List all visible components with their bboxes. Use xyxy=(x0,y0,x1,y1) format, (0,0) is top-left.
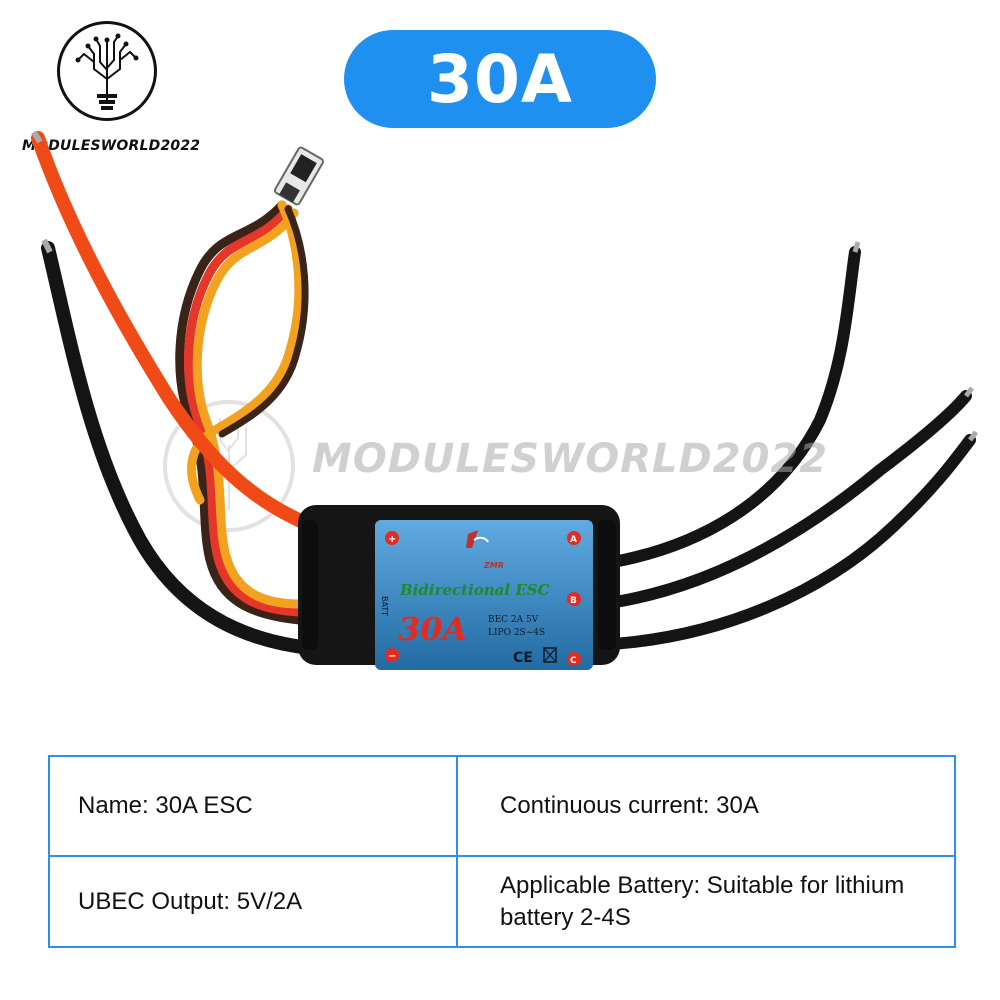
red-power-wire xyxy=(31,131,317,532)
watermark-text: MODULESWORLD2022 xyxy=(312,436,829,482)
esc-bec-text: BEC 2A 5V xyxy=(488,615,539,625)
zmr-logo-icon xyxy=(466,530,489,548)
weee-bin-icon xyxy=(543,647,557,663)
specs-table: Name: 30A ESC Continuous current: 30A UB… xyxy=(48,755,956,948)
svg-text:A: A xyxy=(570,535,577,545)
svg-text:+: + xyxy=(388,534,396,545)
esc-rating-text: 30A xyxy=(398,610,467,648)
plus-terminal-icon xyxy=(385,531,399,545)
spec-continuous-current: Continuous current: 30A xyxy=(458,757,954,857)
current-rating-badge: 30A xyxy=(344,30,656,128)
svg-text:C: C xyxy=(570,656,577,666)
zmr-brand-text: ZMR xyxy=(483,561,504,570)
brand-name: MODULESWORLD2022 xyxy=(22,138,201,154)
esc-product-photo: ZMR Bidirectional ESC 30A BEC 2A 5V LIPO… xyxy=(31,130,978,670)
esc-lipo-text: LIPO 2S~4S xyxy=(488,628,545,638)
signal-wires xyxy=(175,200,309,625)
ce-mark-text: CE xyxy=(513,650,533,666)
pin-c-icon xyxy=(567,652,581,666)
brand-logo xyxy=(57,21,157,121)
motor-wire-tips xyxy=(852,241,978,442)
svg-text:−: − xyxy=(388,651,396,662)
svg-text:B: B xyxy=(570,596,577,606)
motor-wires xyxy=(589,246,976,651)
servo-connector xyxy=(273,146,325,206)
batt-label-text: BATT xyxy=(380,596,389,616)
spec-name: Name: 30A ESC xyxy=(50,757,458,857)
pin-a-icon xyxy=(567,531,581,545)
esc-title-text: Bidirectional ESC xyxy=(399,581,550,599)
minus-terminal-icon xyxy=(385,648,399,662)
pin-b-icon xyxy=(567,592,581,606)
spec-applicable-battery: Applicable Battery: Suitable for lithium… xyxy=(500,871,905,931)
watermark-logo-circle xyxy=(163,400,295,532)
spec-ubec-output: UBEC Output: 5V/2A xyxy=(50,857,458,946)
circuit-tree-icon xyxy=(75,33,139,110)
black-power-wire xyxy=(41,241,317,655)
